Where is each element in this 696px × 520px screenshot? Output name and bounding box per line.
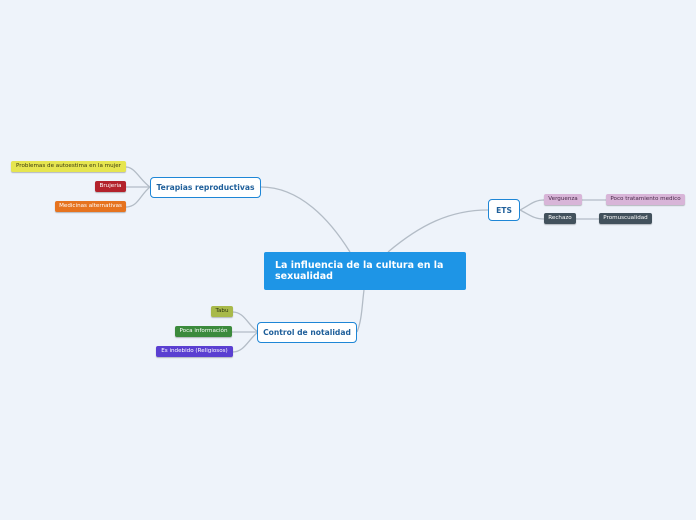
branch-terapias-reproductivas[interactable]: Terapias reproductivas	[150, 177, 261, 198]
link-central-ets	[387, 209, 489, 253]
leaf-poca-informacion[interactable]: Poca información	[175, 326, 232, 337]
link-terapias-leaf-1	[125, 166, 151, 188]
leaf-promuscualidad[interactable]: Promuscualidad	[599, 213, 652, 224]
link-terapias-leaf-3	[125, 186, 151, 208]
leaf-problemas-autoestima[interactable]: Problemas de autoestima en la mujer	[11, 161, 126, 172]
link-control-leaf-1	[232, 311, 259, 333]
leaf-rechazo[interactable]: Rechazo	[544, 213, 576, 224]
link-control-leaf-3	[232, 331, 259, 353]
leaf-tabu[interactable]: Tabu	[211, 306, 233, 317]
link-ets-leaf-2	[519, 209, 545, 220]
link-ets-leaf-1	[519, 199, 545, 211]
link-central-control	[356, 289, 365, 333]
leaf-brujeria[interactable]: Brujeria	[95, 181, 126, 192]
leaf-poco-tratamiento-medico[interactable]: Poco tratamiento medico	[606, 194, 685, 205]
branch-control-de-notalidad[interactable]: Control de notalidad	[257, 322, 357, 343]
central-topic[interactable]: La influencia de la cultura en la sexual…	[264, 252, 466, 290]
link-central-terapias	[260, 186, 351, 253]
leaf-verguenza[interactable]: Verguenza	[544, 194, 582, 205]
leaf-medicinas-alternativas[interactable]: Medicinas alternativas	[55, 201, 126, 212]
branch-ets[interactable]: ETS	[488, 199, 520, 221]
leaf-es-indebido-religiosos[interactable]: Es indebido (Religiosos)	[156, 346, 233, 357]
